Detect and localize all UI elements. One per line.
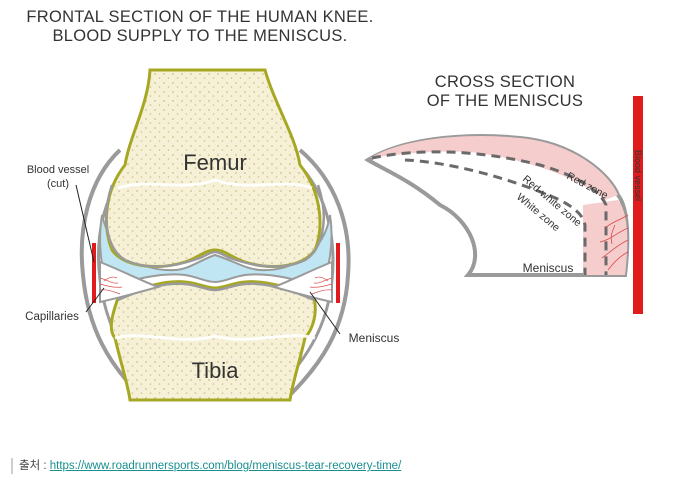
femur-outline-gray xyxy=(105,184,325,268)
tibia-growth-line xyxy=(114,334,316,341)
title-line-2: BLOOD SUPPLY TO THE MENISCUS. xyxy=(52,27,348,45)
blood-vessel-label: Blood vessel xyxy=(27,164,89,176)
blood-vessel-right xyxy=(336,243,340,303)
cross-section-capillaries xyxy=(599,214,629,271)
capillaries-right xyxy=(309,276,333,295)
femur-growth-line xyxy=(117,178,313,190)
blood-vessel-left xyxy=(92,243,96,303)
leader-capillaries xyxy=(85,287,105,313)
cross-section-meniscus-label: Meniscus xyxy=(523,261,574,275)
source-prefix: 출처 : xyxy=(19,460,50,472)
leader-meniscus xyxy=(309,291,341,335)
blood-vessel-cross-section xyxy=(633,96,643,314)
capillaries-left xyxy=(99,276,123,295)
diagram-title: FRONTAL SECTION OF THE HUMAN KNEE. BLOOD… xyxy=(0,8,400,46)
blood-vessel-vertical-label: Blood vessel xyxy=(633,150,643,201)
white-zone-boundary xyxy=(404,158,587,275)
cross-title-line-2: OF THE MENISCUS xyxy=(426,92,584,110)
title-line-1: FRONTAL SECTION OF THE HUMAN KNEE. xyxy=(26,8,374,26)
source-link[interactable]: https://www.roadrunnersports.com/blog/me… xyxy=(49,460,402,472)
femur-bone xyxy=(104,68,322,268)
source-caption: 출처 : https://www.roadrunnersports.com/bl… xyxy=(11,458,401,474)
cross-title-line-1: CROSS SECTION xyxy=(434,73,576,91)
vascular-region xyxy=(583,200,628,275)
cross-section-title: CROSS SECTION OF THE MENISCUS xyxy=(410,73,600,111)
capillaries-label: Capillaries xyxy=(25,311,79,323)
leader-blood-vessel xyxy=(75,184,95,263)
blood-vessel-cut-label: (cut) xyxy=(47,178,69,190)
tibia-label: Tibia xyxy=(192,358,240,383)
red-zone-boundary xyxy=(371,150,608,275)
femur-label: Femur xyxy=(183,150,247,175)
meniscus-label: Meniscus xyxy=(349,331,400,345)
tibia-outline-gray xyxy=(117,282,315,302)
red-zone xyxy=(370,136,618,200)
